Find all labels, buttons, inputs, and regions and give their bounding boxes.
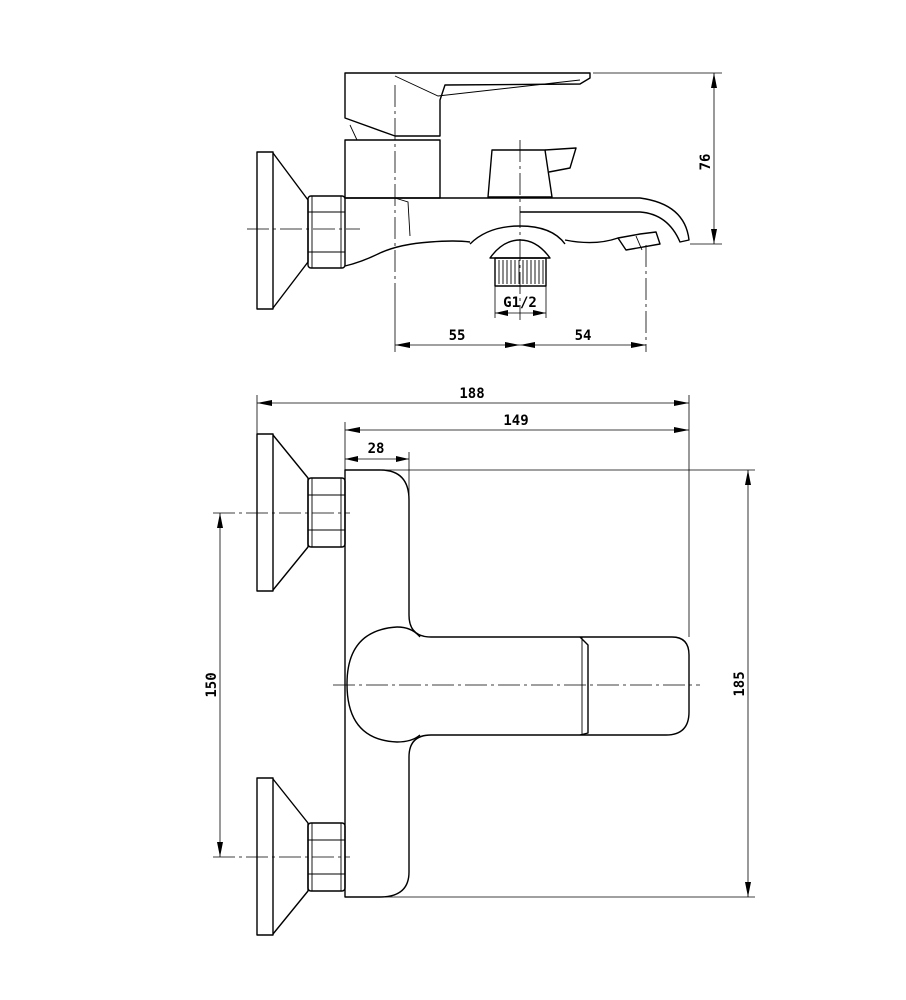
- side-lever-handle: [344, 72, 591, 141]
- dimension-150: 150: [204, 513, 223, 857]
- dimension-28-label: 28: [368, 441, 385, 457]
- side-diverter-knob: [487, 147, 577, 198]
- side-view: 76 G1/2 55 54: [247, 72, 722, 352]
- front-view: 188 149 28 150: [204, 386, 755, 936]
- dimension-149: 149: [344, 413, 689, 470]
- front-upper-hex-nut: [307, 477, 346, 548]
- dimension-185: 185: [345, 469, 755, 898]
- side-mixer-body: [344, 139, 690, 267]
- dimension-76: 76: [593, 72, 722, 245]
- side-wall-flange: [256, 151, 309, 310]
- side-hex-nut: [307, 195, 346, 269]
- dimension-54-label: 54: [575, 328, 592, 344]
- front-lower-flange: [256, 777, 309, 936]
- dimension-185-label: 185: [732, 671, 748, 696]
- dimension-76-label: 76: [698, 154, 714, 171]
- dimension-149-label: 149: [503, 413, 528, 429]
- dimension-55-label: 55: [449, 328, 466, 344]
- dimension-188: 188: [256, 386, 690, 637]
- dimension-28: 28: [345, 441, 410, 500]
- dimension-55-54: 55 54: [394, 300, 646, 352]
- dimension-188-label: 188: [459, 386, 484, 402]
- dimension-g12: G1/2: [494, 286, 547, 318]
- side-outlet-coupling: [469, 225, 566, 287]
- dimension-g12-label: G1/2: [503, 295, 537, 311]
- front-mixer-body: [344, 469, 690, 898]
- side-spout-aerator: [617, 231, 661, 251]
- front-upper-flange: [256, 433, 309, 592]
- dimension-150-label: 150: [204, 672, 220, 697]
- front-handle-cap: [346, 626, 589, 743]
